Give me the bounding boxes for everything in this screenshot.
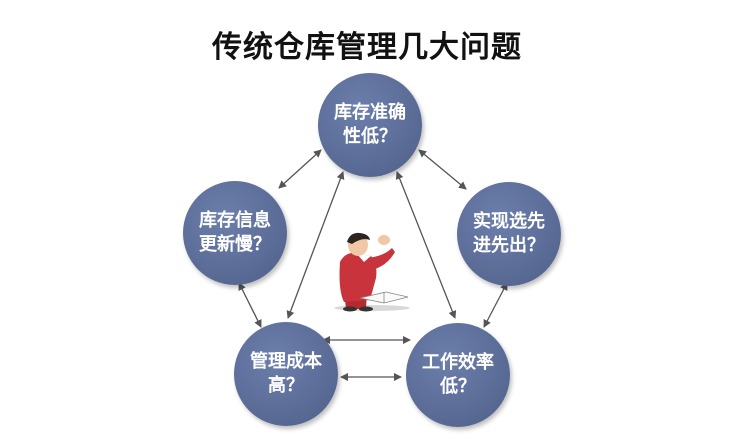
node-label: 实现选先 进先出？: [473, 211, 545, 256]
page-title: 传统仓库管理几大问题: [212, 30, 522, 65]
arrow-fifo-to-efficiency: [483, 282, 508, 328]
node-label: 库存准确 性低？: [334, 102, 406, 147]
node-work-efficiency: 工作效率 低？: [406, 323, 510, 427]
arrow-info-to-cost: [238, 282, 262, 328]
arrow-info-to-accuracy: [278, 149, 322, 189]
arrow-accuracy-to-fifo: [418, 149, 467, 190]
node-label: 工作效率 低？: [422, 352, 494, 397]
node-inventory-accuracy: 库存准确 性低？: [318, 73, 422, 177]
node-label: 库存信息 更新慢？: [199, 210, 271, 255]
arrow-accuracy-to-efficiency: [395, 171, 457, 319]
confused-worker-icon: [334, 232, 410, 312]
node-info-update: 库存信息 更新慢？: [183, 181, 287, 285]
node-fifo: 实现选先 进先出？: [457, 182, 561, 286]
node-management-cost: 管理成本 高？: [234, 322, 338, 426]
node-label: 管理成本 高？: [250, 351, 322, 396]
arrow-accuracy-to-cost: [286, 171, 345, 319]
